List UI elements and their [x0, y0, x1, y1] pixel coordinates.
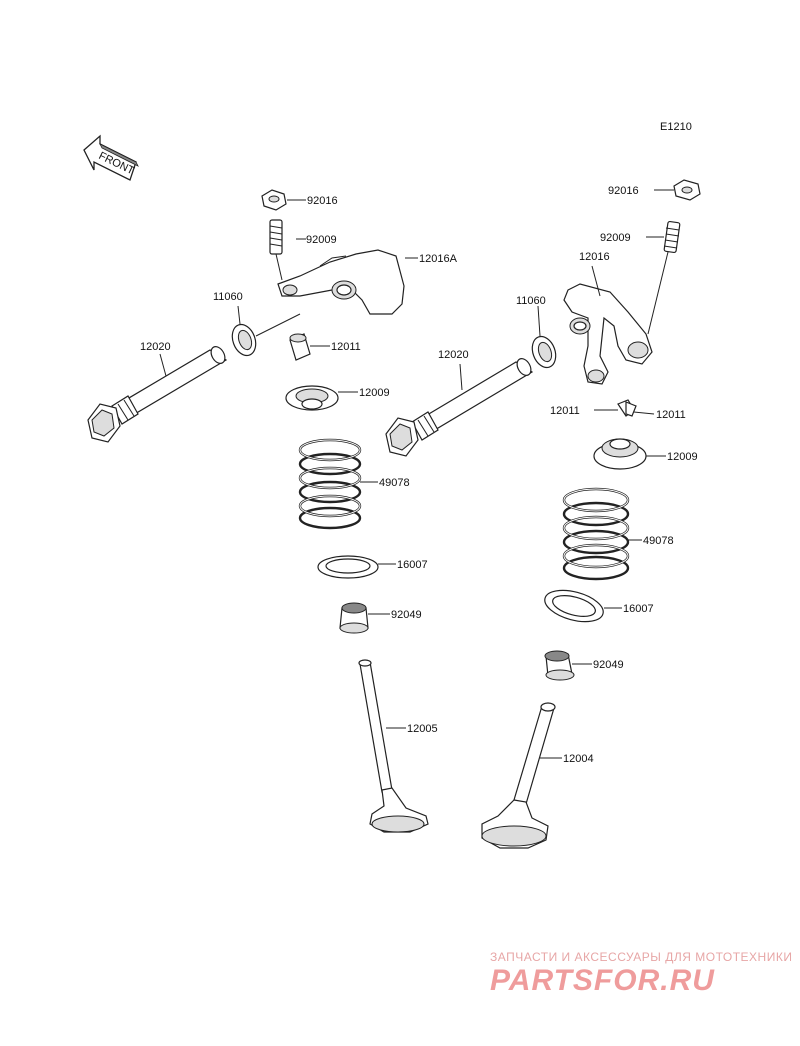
label-nut-left: 92016	[307, 195, 338, 207]
label-seat-right: 16007	[623, 603, 654, 615]
valve-spring-right: 49078	[562, 487, 674, 581]
rocker-shaft-right: 12020	[385, 349, 534, 457]
label-cotter-right-b: 12011	[656, 409, 686, 421]
diagram-code: E1210	[660, 121, 692, 133]
watermark-logo: PARTSFOR.RU	[490, 964, 715, 997]
valve-seal-left: 92049	[339, 602, 422, 634]
label-seat-left: 16007	[397, 559, 428, 571]
intake-valve: 12004	[481, 702, 594, 849]
label-seal-right: 92049	[593, 659, 624, 671]
label-nut-right: 92016	[608, 185, 639, 197]
o-ring-left: 11060	[213, 291, 301, 357]
nut-left: 92016	[261, 189, 338, 211]
label-valve-exhaust: 12005	[407, 723, 438, 735]
label-spring-right: 49078	[643, 535, 674, 547]
spring-retainer-right: 12009	[593, 438, 698, 470]
label-rocker-left: 12016A	[419, 253, 458, 265]
label-adjuster-left: 92009	[306, 234, 337, 246]
label-cotter-left: 12011	[331, 341, 361, 353]
rocker-arm-right: 12016	[563, 251, 653, 385]
o-ring-right: 11060	[516, 295, 557, 369]
label-retainer-left: 12009	[359, 387, 390, 399]
label-rocker-right: 12016	[579, 251, 610, 263]
label-adjuster-right: 92009	[600, 232, 631, 244]
exhaust-valve: 12005	[358, 659, 438, 833]
label-cotter-right-a: 12011	[550, 405, 580, 417]
label-retainer-right: 12009	[667, 451, 698, 463]
label-spring-left: 49078	[379, 477, 410, 489]
label-seal-left: 92049	[391, 609, 422, 621]
label-valve-intake: 12004	[563, 753, 594, 765]
label-oring-right: 11060	[516, 295, 546, 307]
nut-right: 92016	[608, 179, 701, 201]
watermark-tagline: ЗАПЧАСТИ И АКСЕССУАРЫ ДЛЯ МОТОТЕХНИКИ	[490, 950, 793, 964]
rocker-shaft-left: 12020	[87, 341, 228, 443]
valve-cotter-right: 12011 12011	[550, 399, 686, 421]
label-shaft-left: 12020	[140, 341, 171, 353]
valve-spring-left: 49078	[298, 438, 410, 530]
adjuster-screw-left: 92009	[269, 219, 337, 281]
valve-cotter-left: 12011	[289, 333, 361, 361]
rocker-arm-left: 12016A	[277, 249, 458, 315]
spring-seat-right: 16007	[544, 589, 654, 623]
spring-retainer-left: 12009	[285, 385, 390, 411]
spring-seat-left: 16007	[317, 555, 428, 579]
front-arrow-icon: FRONT	[83, 134, 139, 181]
adjuster-screw-right: 92009	[600, 220, 681, 335]
valve-seal-right: 92049	[544, 650, 624, 681]
label-shaft-right: 12020	[438, 349, 469, 361]
label-oring-left: 11060	[213, 291, 243, 303]
